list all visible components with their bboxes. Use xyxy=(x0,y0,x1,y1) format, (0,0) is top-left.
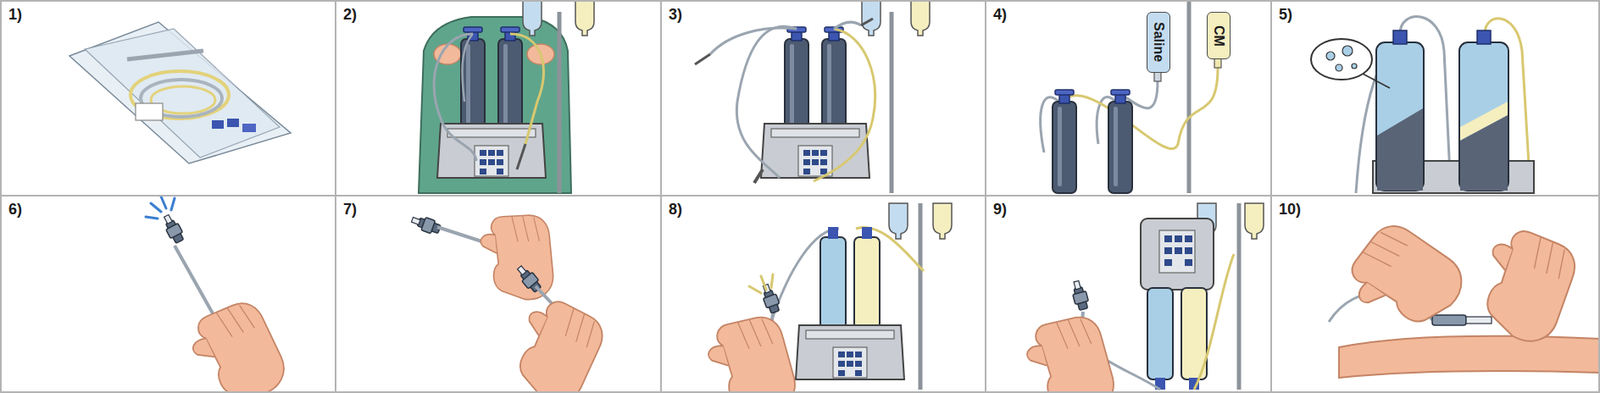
final-purge xyxy=(700,203,952,393)
step-panel: 1) xyxy=(0,0,337,197)
step-panel: 7) xyxy=(334,194,662,393)
step-panel: 3) xyxy=(660,0,987,197)
patient-connection xyxy=(1328,215,1600,378)
step-panel: 10) xyxy=(1270,194,1600,393)
connecting-tubing xyxy=(410,209,611,393)
step-number: 7) xyxy=(343,200,357,219)
step-panel: 4) Saline CM xyxy=(984,0,1273,197)
filled-syringes xyxy=(1311,16,1534,194)
step-panel: 8) xyxy=(660,194,987,393)
injector-with-tubing xyxy=(694,0,930,194)
step-panel: 6) xyxy=(0,194,337,393)
bag-label: CM xyxy=(1211,25,1227,47)
injector-ready xyxy=(1019,203,1264,393)
step-number: 9) xyxy=(993,200,1007,219)
step-number: 6) xyxy=(8,200,23,219)
bag-spiking xyxy=(1040,0,1222,194)
step-panel: 2) xyxy=(334,0,662,197)
packaged-tubing xyxy=(69,22,291,164)
step-number: 4) xyxy=(993,5,1007,24)
step-number: 8) xyxy=(668,200,683,219)
step-number: 2) xyxy=(343,5,357,24)
step-number: 1) xyxy=(8,5,23,24)
step-panel: 5) xyxy=(1270,0,1600,197)
step-number: 10) xyxy=(1278,200,1301,219)
step-number: 3) xyxy=(668,5,683,24)
bag-label: Saline xyxy=(1150,22,1167,62)
priming-tube xyxy=(145,196,296,393)
fluid-bag: Saline xyxy=(1146,11,1171,73)
step-number: 5) xyxy=(1278,5,1293,24)
fluid-bag: CM xyxy=(1206,11,1231,60)
step-panel: 9) xyxy=(984,194,1273,393)
operator-and-injector xyxy=(418,0,595,194)
